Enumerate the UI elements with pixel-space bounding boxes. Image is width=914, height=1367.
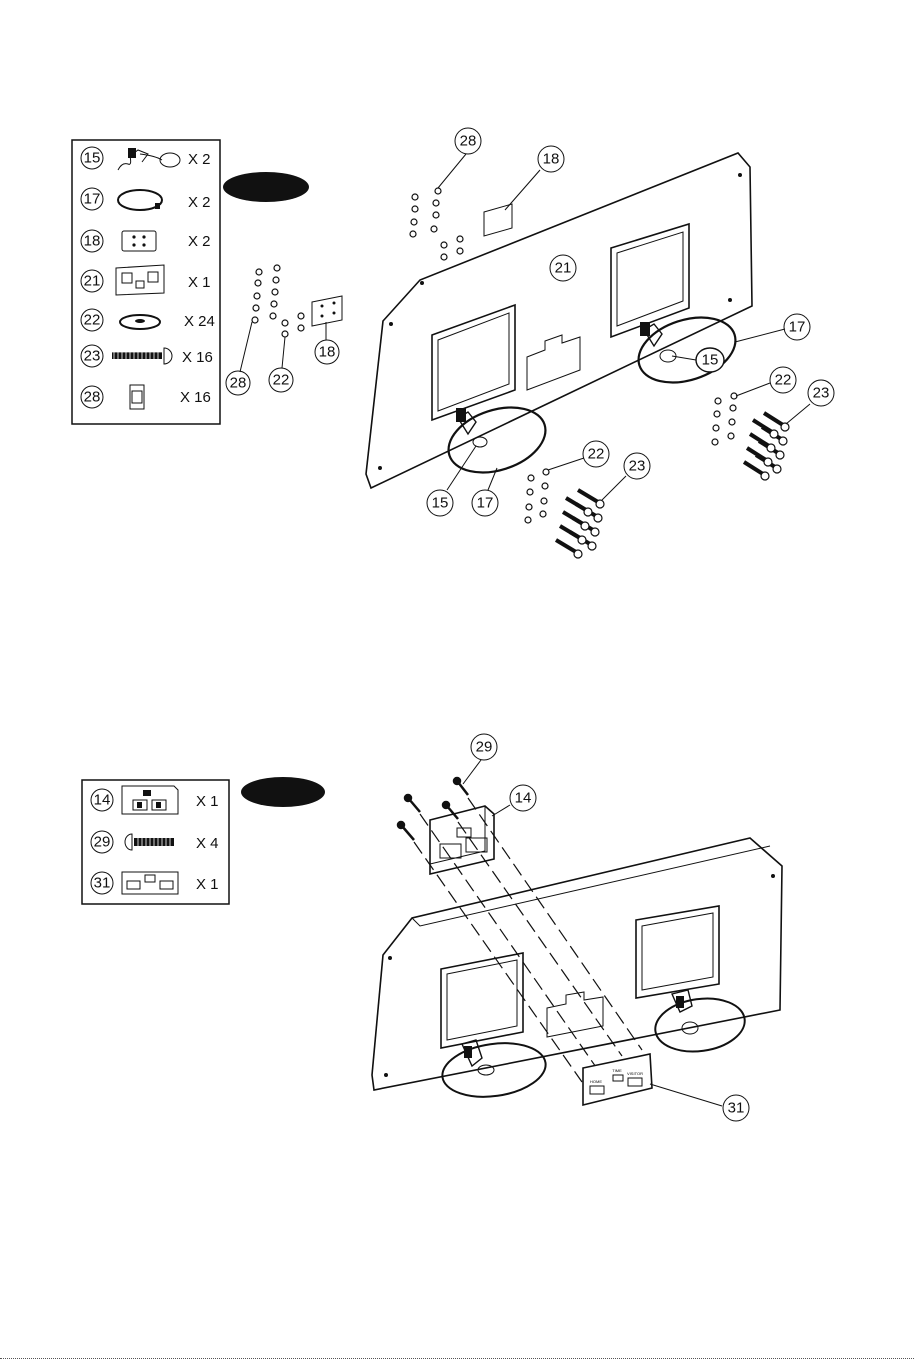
callout: 28: [226, 322, 252, 395]
rim-right: [630, 306, 744, 394]
part-number: 15: [84, 150, 101, 167]
callout: 18: [315, 322, 339, 364]
part-row: 14 X 1: [91, 786, 219, 814]
part-row: 22 X 24: [81, 309, 215, 331]
callout-number: 17: [789, 319, 806, 336]
callout-number: 22: [273, 372, 290, 389]
callout-number: 31: [728, 1100, 745, 1117]
part-quantity: X 16: [182, 349, 213, 366]
washer-icon: [120, 315, 160, 329]
bolt-icon: [112, 348, 172, 364]
part-quantity: X 16: [180, 389, 211, 406]
loose-hardware-group: [252, 265, 342, 337]
part-row: 28 X 16: [81, 385, 211, 409]
callout: 14: [492, 785, 536, 816]
part-row: 31 X 1: [91, 872, 219, 894]
part-row: 17 X 2: [81, 188, 211, 211]
callout-number: 28: [460, 133, 477, 150]
part-number: 28: [84, 389, 101, 406]
part-quantity: X 2: [188, 233, 211, 250]
part-number: 21: [84, 273, 101, 290]
callout-number: 23: [813, 385, 830, 402]
step1-parts-list: 15 X 2 17 X 2 18: [72, 140, 220, 424]
callout: 22: [736, 367, 796, 396]
callout-number: 22: [588, 446, 605, 463]
page-bottom-rule: [0, 1358, 914, 1359]
ring-icon: [118, 190, 162, 210]
callout: 22: [269, 337, 293, 392]
callout: 29: [463, 734, 497, 784]
score-panel: HOME TIME VISITOR: [583, 1054, 652, 1105]
step2-parts-list: 14 X 1 29 X 4 31: [82, 780, 229, 904]
score-box: [430, 806, 494, 874]
washers-lower-left: [525, 469, 549, 523]
panel-label-home: HOME: [590, 1079, 602, 1084]
panel-label-visitor: VISITOR: [627, 1071, 643, 1076]
part-number: 31: [94, 875, 111, 892]
nut-icon: [130, 385, 144, 409]
callout: 21: [550, 255, 576, 281]
step-badge: [241, 777, 325, 807]
rim-left: [439, 1037, 549, 1103]
callout-number: 18: [319, 344, 336, 361]
callout-number: 15: [702, 352, 719, 369]
part-quantity: X 24: [184, 313, 215, 330]
part-quantity: X 1: [188, 274, 211, 291]
callout: 15: [427, 446, 476, 516]
callout-number: 15: [432, 495, 449, 512]
backboard-step1: [366, 153, 752, 488]
callout: 28: [438, 128, 481, 188]
backboard-step2: [372, 838, 782, 1090]
callout: 22: [548, 441, 609, 470]
part-number: 18: [84, 233, 101, 250]
callout: 15: [672, 348, 724, 372]
part-row: 18 X 2: [81, 230, 211, 252]
callout: 17: [735, 314, 810, 342]
callout: 17: [472, 468, 498, 516]
callout-number: 18: [543, 151, 560, 168]
part-quantity: X 2: [188, 194, 211, 211]
part-quantity: X 1: [196, 793, 219, 810]
score-box-icon: [122, 786, 178, 814]
panel-label-time: TIME: [612, 1068, 622, 1073]
plate-top: [484, 204, 512, 236]
nuts-top: [410, 188, 463, 260]
panel-icon: [122, 872, 178, 894]
screw-icon: [125, 834, 174, 850]
part-quantity: X 1: [196, 876, 219, 893]
part-number: 22: [84, 312, 101, 329]
rim-right: [652, 990, 748, 1057]
callout-number: 21: [555, 260, 572, 277]
callout: 23: [602, 453, 650, 500]
part-number: 17: [84, 191, 101, 208]
part-quantity: X 2: [188, 151, 211, 168]
callout: 18: [505, 146, 564, 210]
part-number: 29: [94, 834, 111, 851]
sensor-cable-icon: [118, 148, 180, 170]
washers-right: [712, 393, 737, 445]
step-badge: [223, 172, 309, 202]
callout: 23: [786, 380, 834, 424]
part-number: 14: [94, 792, 111, 809]
callout-number: 17: [477, 495, 494, 512]
callout-number: 29: [476, 739, 493, 756]
callout-number: 22: [775, 372, 792, 389]
part-row: 29 X 4: [91, 831, 219, 853]
callout-number: 14: [515, 790, 532, 807]
part-row: 23 X 16: [81, 345, 213, 367]
part-number: 23: [84, 348, 101, 365]
backboard-icon: [116, 265, 164, 295]
part-row: 21 X 1: [81, 265, 211, 295]
callout-number: 28: [230, 375, 247, 392]
plate-icon: [122, 231, 156, 251]
callout-number: 23: [629, 458, 646, 475]
part-quantity: X 4: [196, 835, 219, 852]
part-row: 15 X 2: [81, 147, 211, 170]
callout: 31: [650, 1084, 749, 1121]
